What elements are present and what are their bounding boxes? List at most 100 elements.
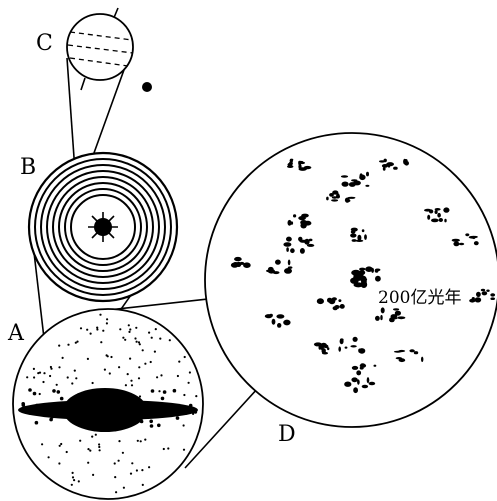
galaxy-cluster-blob (367, 377, 370, 383)
star-dot (176, 416, 180, 420)
star-dot (75, 342, 77, 344)
galaxy-cluster-blob (341, 175, 348, 178)
star-dot (98, 446, 100, 448)
galaxy-cluster-blob (350, 345, 356, 347)
galaxy-cluster-blob (243, 262, 251, 268)
star-dot (109, 372, 111, 374)
star-dot (95, 422, 99, 426)
galaxy-cluster-blob (437, 213, 441, 218)
galaxy-cluster-blob (300, 248, 305, 254)
star-dot (134, 337, 136, 339)
star-dot (122, 452, 124, 454)
star-dot (80, 327, 82, 329)
star-dot (86, 329, 88, 331)
central-cluster-blob (351, 270, 361, 276)
star-dot (128, 324, 130, 326)
galaxy-cluster-blob (338, 299, 341, 302)
label-a: A (7, 321, 25, 346)
galaxy-cluster-blob (326, 197, 329, 201)
galaxy-cluster-blob (356, 370, 361, 375)
galaxy-cluster-blob (309, 239, 313, 242)
star-dot (161, 397, 165, 401)
star-dot (72, 476, 74, 478)
star-dot (96, 328, 98, 330)
star-dot (130, 380, 132, 382)
galaxy-cluster-blob (360, 367, 364, 370)
galaxy-cluster-blob (301, 214, 309, 218)
galaxy-cluster-blob (380, 315, 382, 320)
star-dot (119, 413, 123, 417)
star-dot (183, 394, 185, 396)
star-dot (178, 361, 180, 363)
galaxy-cluster-blob (353, 337, 358, 342)
star-dot (195, 395, 197, 397)
star-dot (105, 398, 109, 402)
star-dot (72, 472, 74, 474)
star-dot (33, 368, 35, 370)
galaxy-cluster-blob (352, 366, 358, 370)
star-dot (106, 322, 108, 324)
galaxy-cluster-blob (351, 231, 356, 234)
galaxy-cluster-blob (290, 248, 295, 253)
star-dot (77, 393, 81, 397)
star-dot (119, 328, 121, 330)
star-dot (62, 407, 66, 411)
galaxy-cluster-blob (399, 358, 406, 362)
star-dot (159, 338, 161, 340)
galaxy-cluster-blob (393, 167, 398, 170)
galaxy-cluster-blob (236, 262, 241, 267)
galaxy-cluster-blob (481, 289, 485, 292)
star-dot (144, 363, 146, 365)
star-dot (28, 388, 32, 392)
galaxy-cluster-blob (444, 219, 446, 223)
label-c: C (36, 31, 53, 56)
star-dot (118, 398, 122, 402)
star-dot (106, 426, 110, 430)
galaxy-cluster-blob (453, 242, 459, 247)
star-dot (117, 390, 121, 394)
star-dot (48, 456, 50, 458)
star-dot (58, 345, 60, 347)
galaxy-cluster-blob (356, 240, 364, 242)
galaxy-cluster-blob (391, 314, 398, 319)
star-dot (41, 443, 43, 445)
star-dot (122, 392, 126, 396)
star-dot (150, 361, 152, 363)
galaxy-cluster-blob (286, 237, 292, 242)
star-dot (114, 462, 116, 464)
star-dot (74, 370, 76, 372)
galaxy-cluster-blob (314, 342, 322, 346)
galaxy-cluster-blob (298, 161, 303, 163)
star-dot (163, 390, 167, 394)
galaxy-cluster-blob (325, 345, 329, 349)
star-dot (43, 372, 45, 374)
star-dot (56, 384, 58, 386)
star-dot (59, 445, 61, 447)
star-dot (136, 469, 138, 471)
galaxy-cluster-blob (351, 179, 357, 181)
star-dot (118, 366, 120, 368)
galaxy-cluster-blob (382, 164, 388, 168)
galaxy-cluster-blob (277, 323, 281, 328)
star-dot (138, 366, 140, 368)
star-dot (57, 390, 61, 394)
star-dot (131, 384, 133, 386)
galaxy-cluster-blob (439, 218, 443, 222)
galaxy-cluster-blob (482, 291, 488, 295)
star-dot (102, 330, 104, 332)
star-dot (95, 434, 97, 436)
galaxy-cluster-blob (349, 182, 356, 187)
galaxy-cluster-blob (283, 242, 291, 247)
star-dot (115, 491, 117, 493)
star-dot (42, 381, 44, 383)
galaxy-cluster-blob (404, 159, 408, 163)
star-dot (128, 331, 130, 333)
galaxy-cluster-blob (353, 387, 358, 393)
star-dot (194, 410, 198, 414)
star-dot (106, 318, 108, 320)
star-dot (155, 328, 157, 330)
star-dot (71, 382, 73, 384)
star-dot (106, 419, 110, 423)
galaxy-cluster-blob (334, 305, 339, 309)
galaxy-cluster-blob (290, 159, 293, 161)
